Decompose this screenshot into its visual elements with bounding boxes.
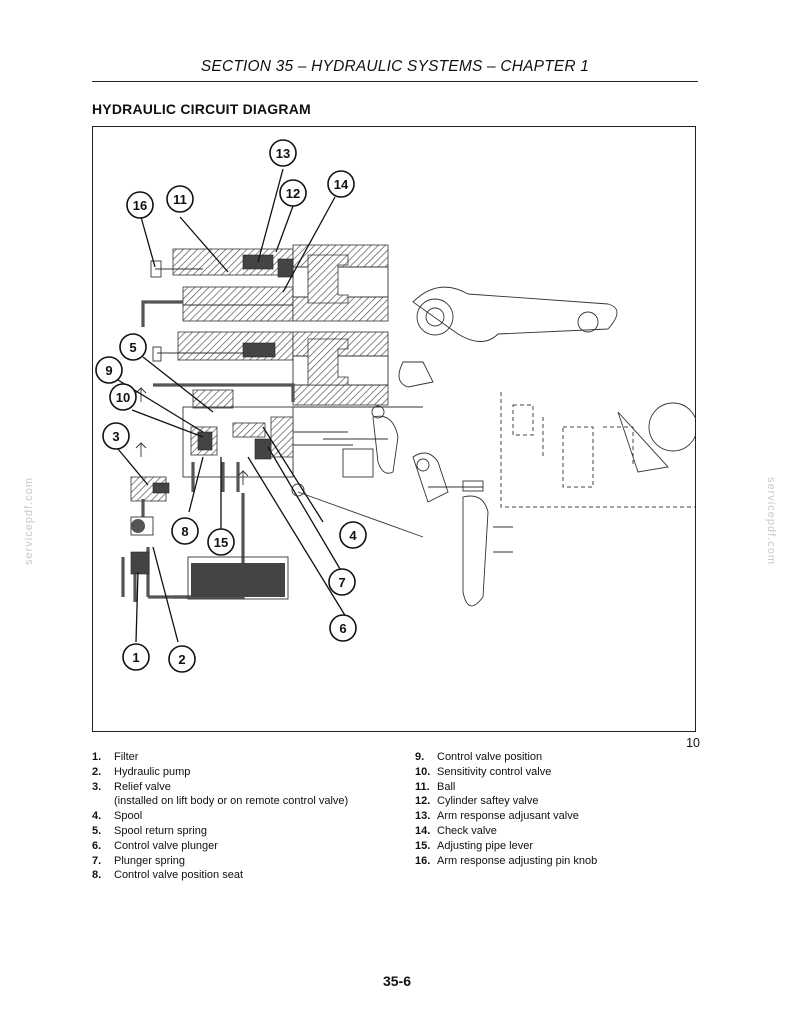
svg-text:1: 1 xyxy=(132,650,139,665)
svg-text:8: 8 xyxy=(181,524,188,539)
callout-9: 9 xyxy=(95,356,123,384)
callout-15: 15 xyxy=(207,528,235,556)
callout-14: 14 xyxy=(327,170,355,198)
leader-lines xyxy=(117,168,347,643)
callout-3: 3 xyxy=(102,422,130,450)
lift-arm-linkage xyxy=(291,286,695,607)
svg-text:4: 4 xyxy=(349,528,357,543)
legend-item: 11.Ball xyxy=(415,780,456,793)
lower-lift-body xyxy=(152,331,389,409)
legend-item: 1.Filter xyxy=(92,751,139,763)
callout-2: 2 xyxy=(168,645,196,673)
figure-number: 10 xyxy=(686,736,700,750)
legend-item: 4.Spool xyxy=(92,810,143,823)
svg-text:13: 13 xyxy=(276,146,290,161)
legend-item: 2.Hydraulic pump xyxy=(92,765,191,778)
legend-item: 5.Spool return spring xyxy=(92,824,207,837)
callout-7: 7 xyxy=(328,568,356,596)
legend-item: 10.Sensitivity control valve xyxy=(415,765,552,778)
legend-item: 12.Cylinder saftey valve xyxy=(415,795,539,808)
svg-text:6: 6 xyxy=(339,621,346,636)
callout-6: 6 xyxy=(329,614,357,642)
callout-16: 16 xyxy=(126,191,154,219)
svg-text:15: 15 xyxy=(214,535,228,550)
legend-item: 13.Arm response adjusant valve xyxy=(415,810,579,823)
section-header: SECTION 35 – HYDRAULIC SYSTEMS – CHAPTER… xyxy=(200,58,590,75)
legend-left: 1.Filter 2.Hydraulic pump 3.Relief valve… xyxy=(92,750,392,883)
callout-11: 11 xyxy=(166,185,194,213)
callout-1: 1 xyxy=(122,643,150,671)
diagram-svg: 13 11 12 14 16 5 9 10 3 8 15 4 7 6 1 2 xyxy=(95,139,695,673)
legend-item: 9.Control valve position xyxy=(415,751,543,763)
reservoir xyxy=(187,556,289,600)
callout-8: 8 xyxy=(171,517,199,545)
svg-text:5: 5 xyxy=(129,340,136,355)
watermark-right: servicepdf.com xyxy=(764,477,777,565)
legend-item: 7.Plunger spring xyxy=(92,854,185,867)
callout-4: 4 xyxy=(339,521,367,549)
page-number: 35-6 xyxy=(382,973,412,989)
legend-right: 9.Control valve position 10.Sensitivity … xyxy=(415,750,715,868)
callout-12: 12 xyxy=(279,179,307,207)
svg-text:14: 14 xyxy=(334,177,349,192)
legend-item: 6.Control valve plunger xyxy=(92,839,218,852)
diagram-title: HYDRAULIC CIRCUIT DIAGRAM xyxy=(92,101,311,117)
legend-item: 15.Adjusting pipe lever xyxy=(415,839,534,852)
svg-text:10: 10 xyxy=(116,390,130,405)
svg-text:7: 7 xyxy=(338,575,345,590)
legend-item: 3.Relief valve(installed on lift body or… xyxy=(92,780,349,808)
svg-text:2: 2 xyxy=(178,652,185,667)
svg-text:12: 12 xyxy=(286,186,300,201)
legend-item: 14.Check valve xyxy=(415,824,497,837)
callout-13: 13 xyxy=(269,139,297,167)
watermark-left: servicepdf.com xyxy=(22,477,35,565)
callout-5: 5 xyxy=(119,333,147,361)
legend-item: 8.Control valve position seat xyxy=(92,869,244,882)
callout-10: 10 xyxy=(109,383,137,411)
svg-text:9: 9 xyxy=(105,363,112,378)
svg-text:3: 3 xyxy=(112,429,119,444)
hydraulic-circuit-diagram: 13 11 12 14 16 5 9 10 3 8 15 4 7 6 1 2 xyxy=(92,126,696,732)
svg-text:16: 16 xyxy=(133,198,147,213)
upper-lift-body xyxy=(141,244,389,327)
svg-text:11: 11 xyxy=(173,192,187,207)
legend-item: 16.Arm response adjusting pin knob xyxy=(415,854,598,867)
header-rule xyxy=(92,81,698,82)
